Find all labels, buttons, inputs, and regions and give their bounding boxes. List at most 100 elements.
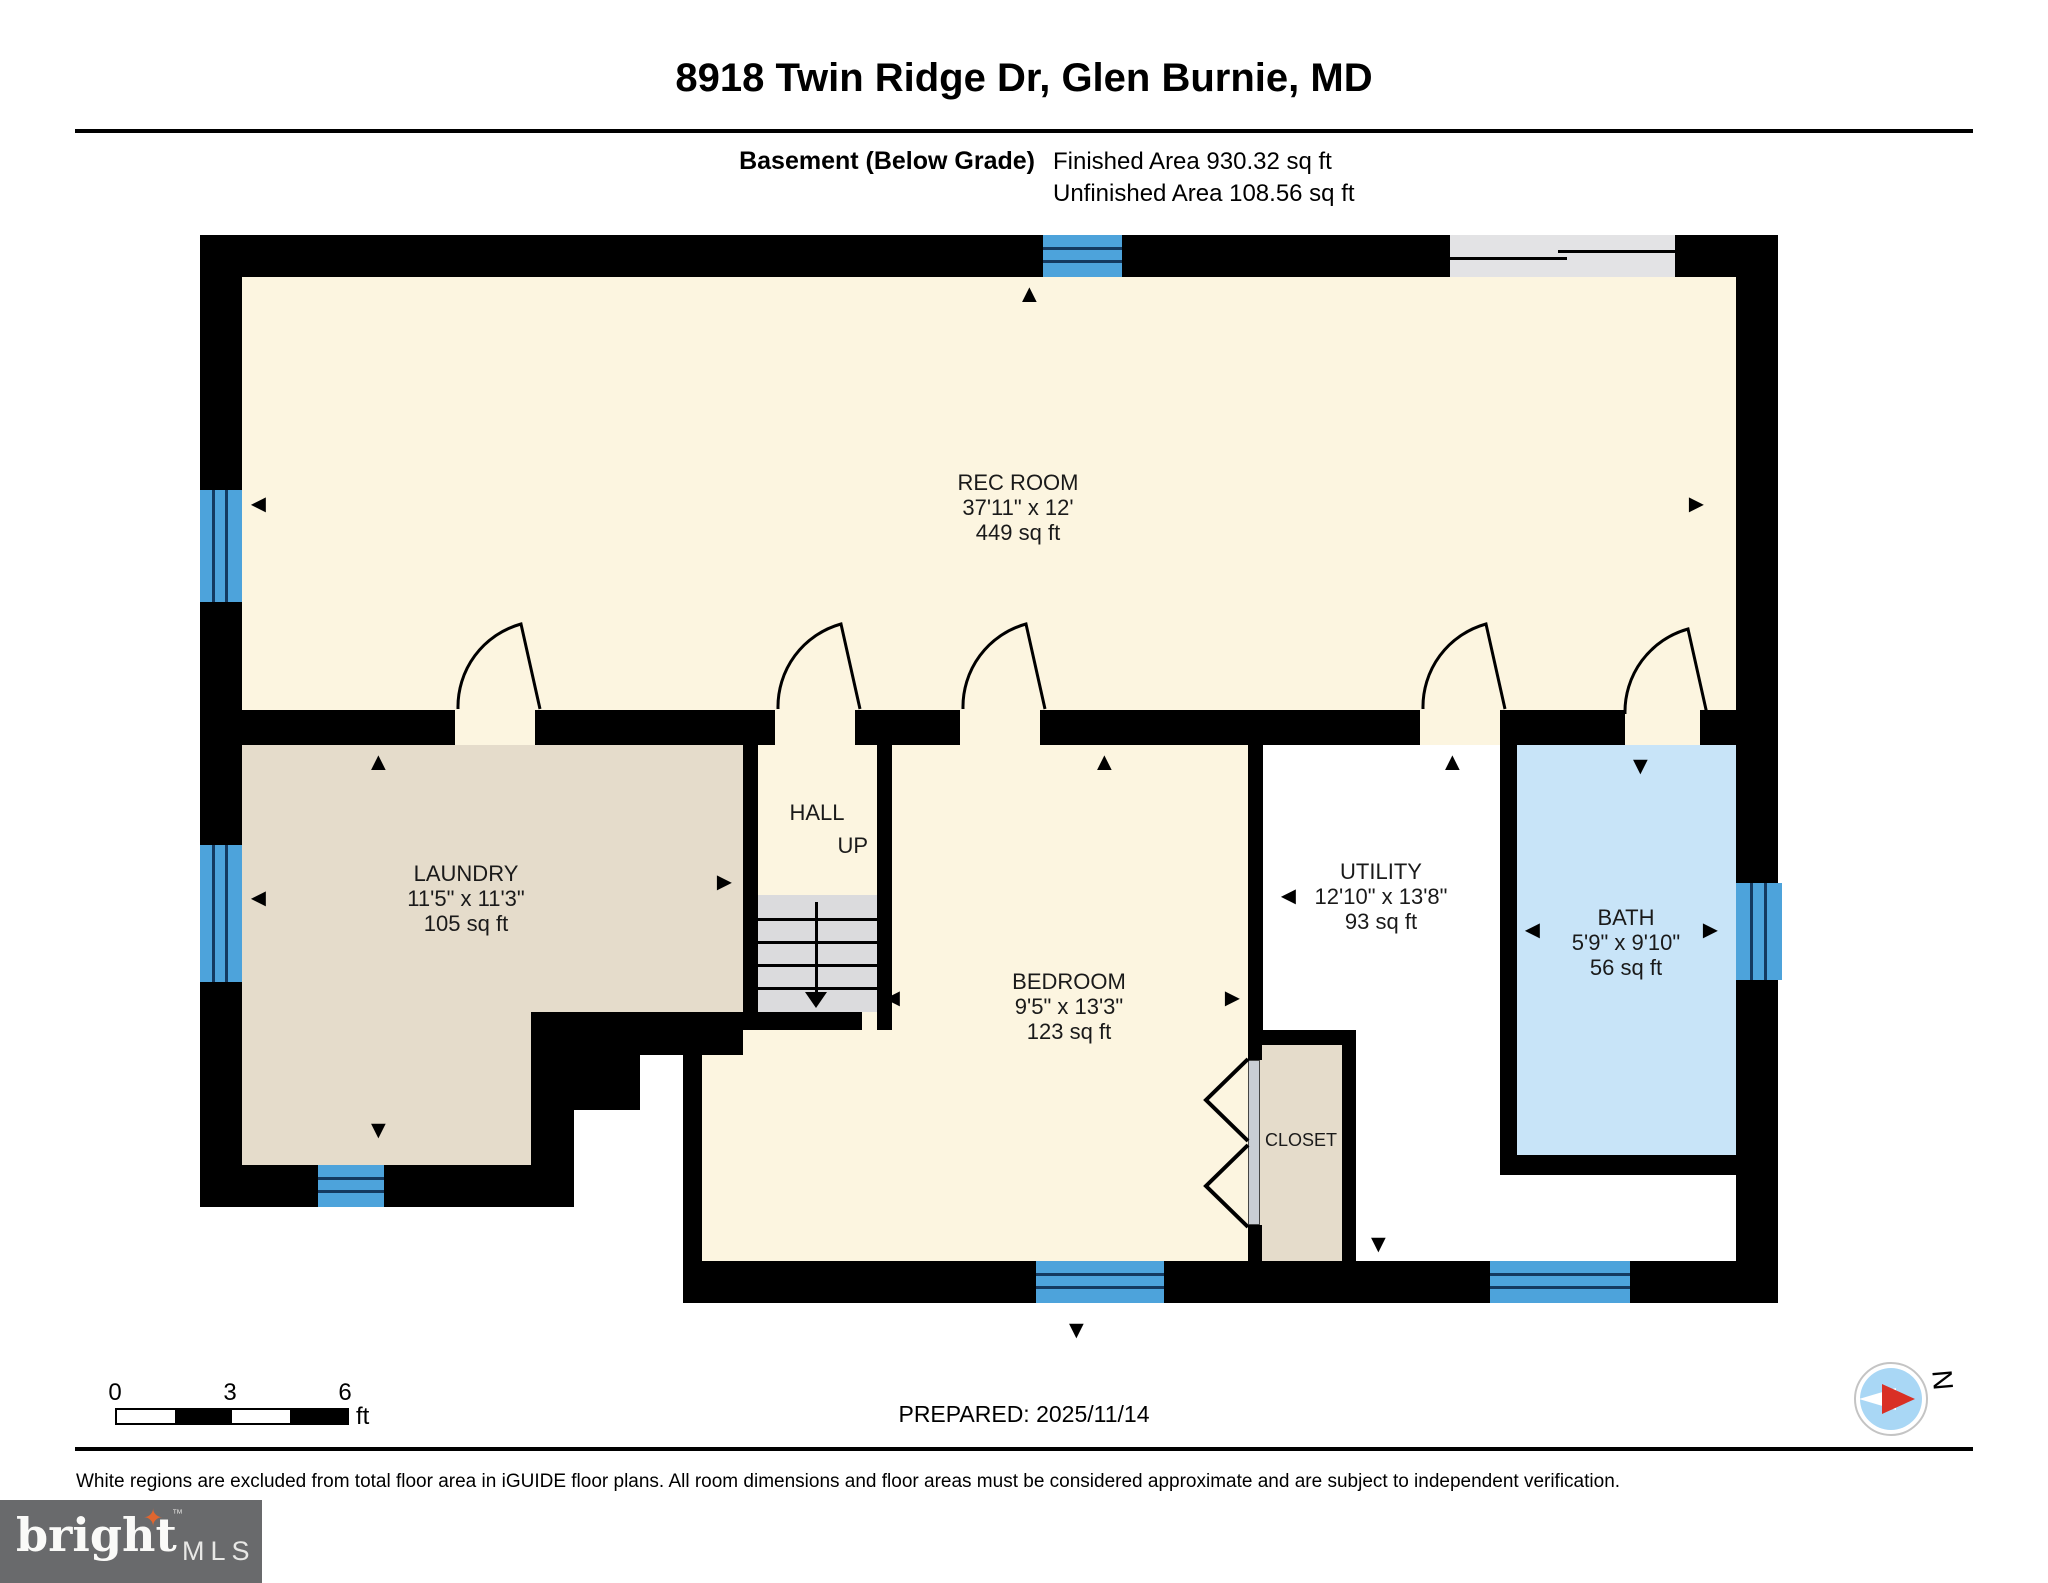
compass-north-label: N [1926,1368,1959,1392]
scale-tick-0: 0 [108,1379,122,1406]
brightmls-logo: bright ✦ ™ MLS [0,1500,262,1583]
room-area: 93 sq ft [1344,909,1418,934]
wall-segment [683,1055,702,1261]
wall-segment [1736,980,1778,1303]
footer-divider [75,1447,1973,1451]
arrow-right-icon: ► [1220,984,1245,1012]
room-closet-floor [1260,1045,1342,1261]
room-area: 123 sq ft [1026,1019,1112,1044]
door-arc-icon [776,622,862,710]
room-label-bath: BATH 5'9" x 9'10" 56 sq ft [1526,905,1726,980]
prepared-date: PREPARED: 2025/11/14 [898,1401,1150,1427]
arrow-down-icon: ▼ [1064,1316,1089,1344]
room-dimensions: 5'9" x 9'10" [1571,930,1681,955]
room-name: CLOSET [1264,1130,1338,1150]
scale-bar-segment [117,1410,175,1423]
room-hall-floor [758,745,877,895]
window [318,1165,384,1207]
arrow-right-icon: ► [1698,916,1723,944]
window [1736,883,1782,980]
arrow-left-icon: ◄ [880,984,905,1012]
room-name: BEDROOM [1012,969,1126,994]
room-name: REC ROOM [957,470,1079,495]
scale-unit: ft [356,1403,370,1430]
room-area: 56 sq ft [1589,955,1663,980]
wall-segment [200,710,455,745]
wall-segment [1248,745,1263,1030]
wall-segment [200,235,242,490]
window [1036,1261,1164,1303]
window-mullion [1490,1286,1630,1289]
window-mullion [212,490,215,602]
room-label-rec: REC ROOM 37'11" x 12' 449 sq ft [918,470,1118,545]
logo-suffix: MLS [182,1536,256,1566]
wall-segment [200,1165,574,1207]
closet-door-track [1248,1060,1260,1225]
window-mullion [1036,1273,1164,1276]
arrow-up-icon: ▲ [1092,748,1117,776]
unfinished-area: Unfinished Area 108.56 sq ft [1053,180,1355,207]
room-area: 449 sq ft [975,520,1061,545]
stair-direction-arrow-icon [805,992,827,1008]
wall-segment [743,1012,862,1030]
wall-segment [855,710,960,745]
room-bath-floor [1517,745,1736,1155]
wall-segment [1500,745,1517,1155]
wall-segment [200,235,1043,277]
doorway [455,710,535,745]
door-arc-icon [1421,622,1507,710]
arrow-right-icon: ► [712,868,737,896]
arrow-down-icon: ▼ [1366,1230,1391,1258]
arrow-up-icon: ▲ [366,748,391,776]
window-mullion [318,1177,384,1180]
finished-area: Finished Area 930.32 sq ft [1053,148,1332,175]
room-label-bedroom: BEDROOM 9'5" x 13'3" 123 sq ft [969,969,1169,1044]
room-laundry-floor-lower [242,1012,531,1165]
window [1490,1261,1630,1303]
page-title: 8918 Twin Ridge Dr, Glen Burnie, MD [675,56,1373,100]
room-name: BATH [1597,905,1655,930]
logo-star-icon: ✦ [143,1505,164,1532]
door-arc-icon [456,622,542,710]
window-mullion [225,490,228,602]
room-dimensions: 37'11" x 12' [962,495,1074,520]
room-laundry-floor [242,745,743,1012]
wall-segment [1700,710,1778,745]
room-dimensions: 12'10" x 13'8" [1314,884,1448,909]
wall-segment [535,710,775,745]
wall-segment [1248,1045,1262,1060]
room-bedroom-floor-lower [702,1030,892,1261]
stair-direction-line [815,902,818,994]
room-label-laundry: LAUNDRY 11'5" x 11'3" 105 sq ft [366,861,566,936]
scale-bar-segment [232,1410,290,1423]
window-mullion [1036,1286,1164,1289]
scale-bar [115,1408,349,1425]
room-label-hall: HALL [767,800,867,825]
wall-segment [743,745,758,1030]
doorway [1625,710,1700,745]
window-mullion [212,845,215,982]
room-label-closet: CLOSET [1256,1128,1346,1153]
areaway-step-line [1558,250,1675,253]
room-bedroom-floor [892,745,1248,1261]
arrow-left-icon: ◄ [246,490,271,518]
window-mullion [225,845,228,982]
window [200,845,242,982]
arrow-down-icon: ▼ [366,1116,391,1144]
doorway [960,710,1040,745]
door-arc-icon [961,622,1047,710]
room-dimensions: 11'5" x 11'3" [407,886,525,911]
wall-step [531,1012,743,1055]
logo-trademark: ™ [172,1508,183,1520]
arrow-up-icon: ▲ [1017,280,1042,308]
arrow-down-icon: ▼ [1628,752,1653,780]
door-arc-icon [1623,627,1709,715]
header-divider [75,129,1973,133]
stairs-up-label: UP [788,833,868,858]
room-name: HALL [789,800,845,825]
scale-bar-segment [289,1410,347,1423]
wall-segment [1248,1030,1356,1045]
arrow-left-icon: ◄ [1520,916,1545,944]
doorway [1420,710,1500,745]
